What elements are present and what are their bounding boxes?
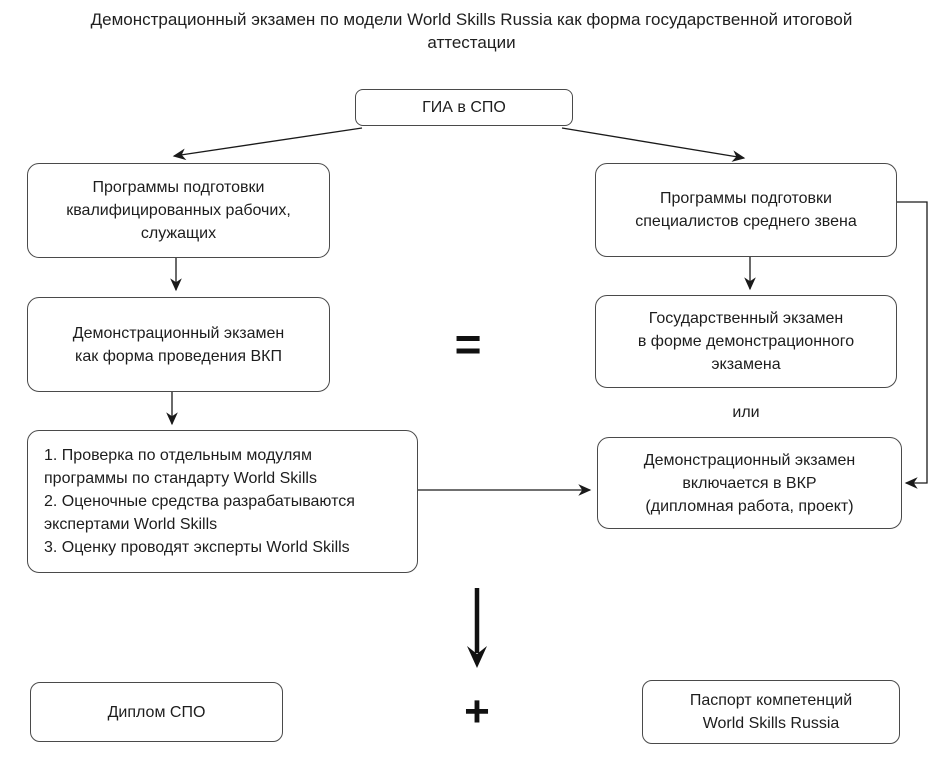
- diagram-title: Демонстрационный экзамен по модели World…: [90, 10, 853, 52]
- box-demo-exam-vkr: Демонстрационный экзамен включается в ВК…: [597, 437, 902, 529]
- box-diploma-spo: Диплом СПО: [30, 682, 283, 742]
- box-programs-specialists: Программы подготовки специалистов средне…: [595, 163, 897, 257]
- or-label: или: [732, 404, 760, 421]
- box-state-exam-demo: Государственный экзамен в форме демонстр…: [595, 295, 897, 388]
- arrow-root-to-left-icon: [172, 127, 363, 161]
- box-worldskills-features-list: 1. Проверка по отдельным модулям програм…: [27, 430, 418, 573]
- plus-sign: +: [464, 687, 490, 736]
- equals-sign: =: [454, 318, 482, 370]
- arrow-root-to-right-icon: [561, 127, 746, 162]
- arrow-down-thick-icon: [467, 588, 487, 668]
- box-competency-passport: Паспорт компетенций World Skills Russia: [642, 680, 900, 744]
- arrow-right1-to-vkr-bracket-icon: [897, 201, 928, 489]
- box-demo-exam-vkp: Демонстрационный экзамен как форма прове…: [27, 297, 330, 392]
- box-gia-spo: ГИА в СПО: [355, 89, 573, 126]
- box-programs-workers: Программы подготовки квалифицированных р…: [27, 163, 330, 258]
